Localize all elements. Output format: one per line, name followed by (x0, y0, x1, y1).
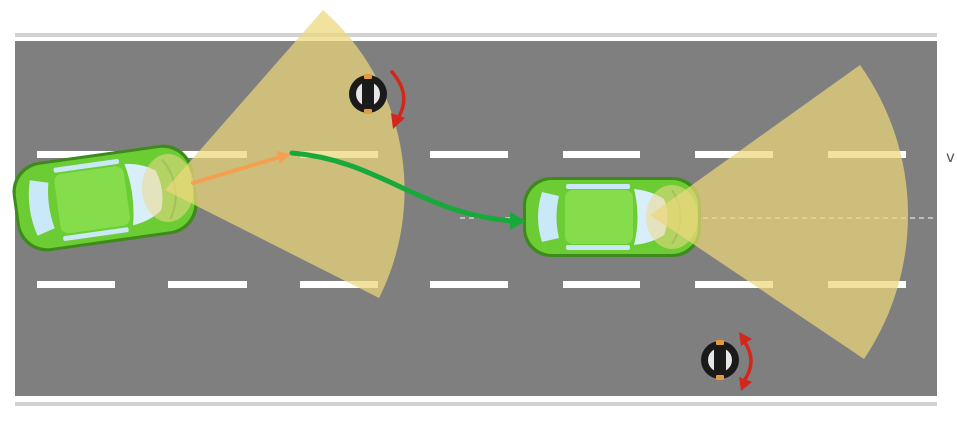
lane-dash (37, 151, 115, 158)
lane-dash (695, 151, 773, 158)
lane-dash (430, 151, 508, 158)
steering-wheel-grip (364, 109, 372, 114)
steering-wheel-grip (716, 375, 724, 380)
steering-wheel-grip (364, 74, 372, 79)
path-arrow-head (276, 151, 291, 164)
trajectory-arrow-curve (289, 150, 515, 224)
lane-dash (300, 281, 378, 288)
road-top-edge-line (15, 33, 937, 37)
curved-arrow-icon (739, 332, 753, 391)
car-roof (54, 166, 130, 234)
steering-arrow-head (391, 113, 405, 129)
steering-wheel-hub (714, 348, 726, 372)
steering-arrow-curve (742, 339, 753, 383)
lead-sensor-cone (650, 65, 909, 359)
steering-arrow-curve (390, 70, 406, 120)
edge-label: v (946, 148, 955, 166)
car-side-window (53, 158, 120, 173)
car-rear-window (538, 192, 559, 242)
steering-wheel-icon (701, 340, 739, 380)
car-side-window (566, 245, 630, 250)
lane-dash (430, 281, 508, 288)
steering-wheel-grip (716, 340, 724, 345)
car-side-window (63, 227, 129, 241)
car-rear-window (28, 180, 55, 236)
path-arrow (191, 151, 291, 185)
curved-arrow-icon (390, 70, 406, 129)
steering-arrow-head (739, 377, 752, 391)
lane-dash (695, 281, 773, 288)
trajectory-arrow-head (510, 212, 526, 230)
trajectory-arrow (289, 150, 526, 230)
road-bottom-edge-line (15, 402, 937, 406)
steering-arrow-head (739, 332, 752, 346)
steering-wheel-icon (349, 74, 387, 114)
steering-wheel-hub (362, 82, 374, 106)
lane-dash (563, 151, 640, 158)
car-side-window (566, 184, 630, 189)
lane-dash (37, 281, 115, 288)
path-arrow-shaft (191, 155, 282, 185)
lane-dash (563, 281, 640, 288)
lane-dash (168, 281, 247, 288)
car-roof (565, 190, 633, 244)
